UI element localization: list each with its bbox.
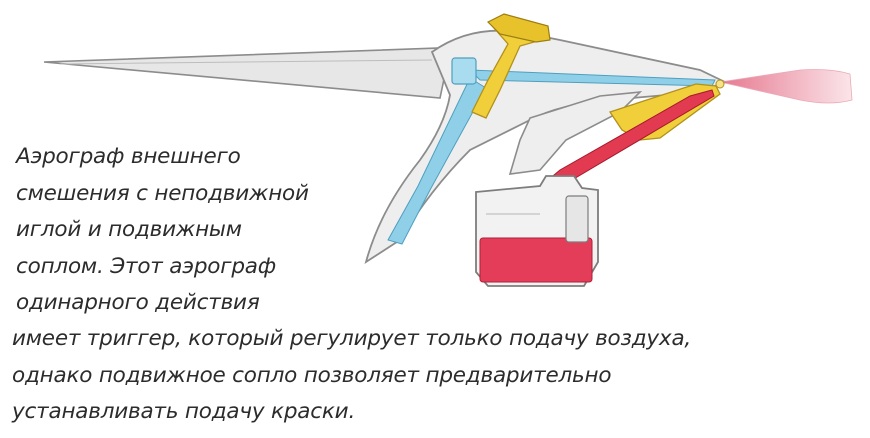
air-channel-grip bbox=[387, 77, 487, 245]
caption-line-6: имеет триггер, который регулирует только… bbox=[12, 326, 692, 351]
paint-cup-cap bbox=[565, 195, 589, 243]
caption-line-4: соплом. Этот аэрограф bbox=[16, 254, 276, 279]
caption-line-8: устанавливать подачу краски. bbox=[12, 399, 356, 424]
trigger-cap bbox=[486, 13, 551, 43]
spray-cone bbox=[719, 69, 853, 104]
grip-lower bbox=[508, 90, 643, 175]
caption-line-3: иглой и подвижным bbox=[16, 217, 242, 242]
air-fitting bbox=[451, 57, 477, 85]
caption-line-7: однако подвижное сопло позволяет предвар… bbox=[12, 363, 612, 388]
caption-line-1: Аэрограф внешнего bbox=[16, 144, 241, 169]
paint-cup-liquid bbox=[479, 237, 593, 283]
caption-line-2: смешения с неподвижной bbox=[16, 181, 309, 206]
nozzle-tip bbox=[715, 79, 725, 89]
airbrush-handle bbox=[43, 47, 449, 99]
caption-line-5: одинарного действия bbox=[16, 290, 260, 315]
